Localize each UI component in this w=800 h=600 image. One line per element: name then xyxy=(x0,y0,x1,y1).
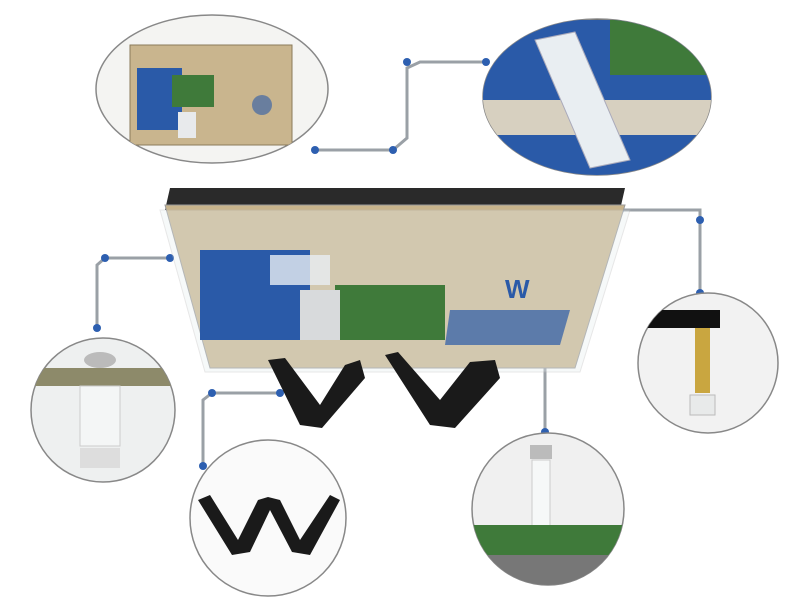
callout-standoff-bottom xyxy=(471,432,625,586)
stands xyxy=(268,352,500,428)
callout-back-overview xyxy=(95,14,329,164)
display-panel: W xyxy=(159,188,631,373)
callout-standoff-right xyxy=(637,292,779,434)
callout-stand xyxy=(189,439,347,597)
callout-ribbon-cable xyxy=(482,18,712,176)
waveshare-logo: W xyxy=(505,274,530,304)
callout-standoff-left xyxy=(30,337,176,483)
